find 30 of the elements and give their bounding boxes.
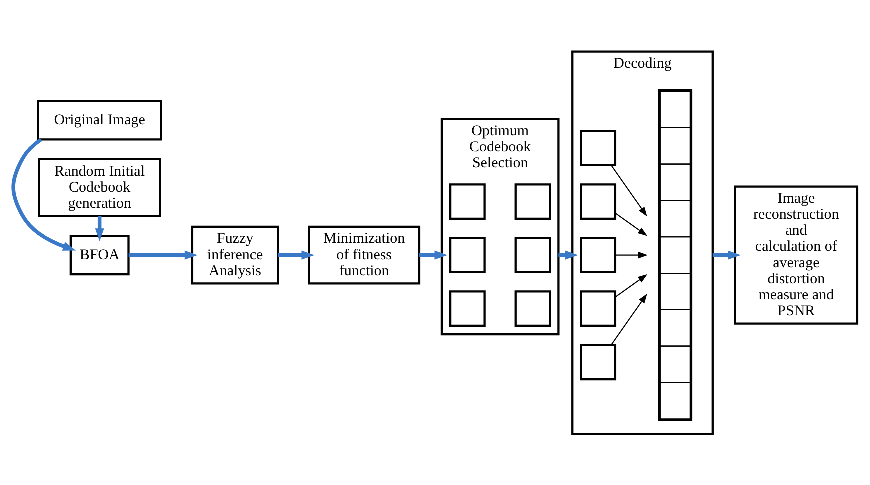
node-box	[580, 344, 616, 380]
arrow	[11, 138, 76, 250]
arrow	[419, 250, 448, 260]
node-box	[448, 183, 486, 220]
arrow	[278, 250, 314, 260]
arrow	[610, 293, 647, 345]
arrow	[94, 216, 104, 241]
arrow	[615, 251, 648, 258]
node-box	[514, 236, 551, 274]
node-box: Minimization of fitness function	[308, 225, 420, 284]
node-box	[580, 236, 616, 274]
arrow	[712, 250, 740, 260]
node-box: Original Image	[36, 100, 162, 140]
cluster: Optimum Codebook Selection	[440, 118, 560, 336]
arrow	[614, 212, 648, 236]
node-box	[580, 290, 616, 327]
arrow	[128, 250, 198, 260]
node-box: Fuzzy inference Analysis	[190, 225, 279, 284]
node-box: Random Initial Codebook generation	[38, 158, 161, 217]
node-box	[580, 183, 616, 220]
arrow	[614, 274, 648, 298]
arrow	[610, 164, 647, 216]
node-box	[580, 130, 616, 166]
node-box: BFOA	[69, 234, 130, 276]
node-box	[514, 183, 551, 220]
node-box	[514, 290, 551, 327]
node-box	[448, 236, 486, 274]
node-box: Image reconstruction and calculation of average distortion measure and PSNR	[734, 185, 858, 324]
cluster: Decoding	[571, 50, 714, 435]
node-box	[448, 290, 486, 327]
